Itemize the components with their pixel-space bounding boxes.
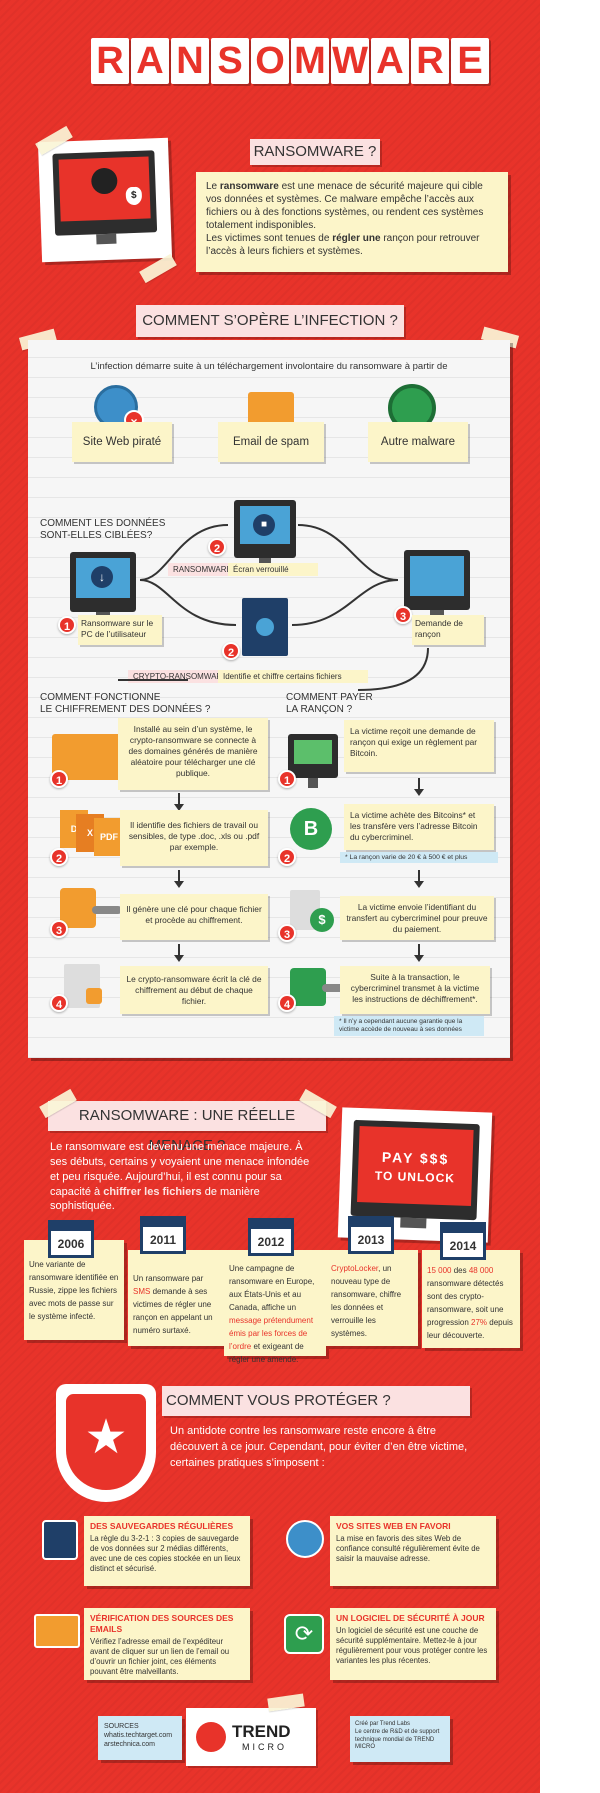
payment-bitcoin-note: * La rançon varie de 20 € à 500 € et plu… [340,852,498,863]
step-number: 1 [278,770,296,788]
step-user-pc: Ransomware sur le PC de l’utilisateur [78,615,162,645]
refresh-icon: ⟳ [284,1614,324,1654]
title-letter: R [91,38,129,84]
year-badge: 2012 [248,1218,294,1256]
download-icon: ↓ [91,566,113,588]
tag-ransomware: RANSOMWARE [168,563,237,576]
step-number: 2 [278,848,296,866]
title-letter: M [291,38,329,84]
lock-icon: ■ [253,514,275,536]
timeline-2014: 15 000 des 48 000 ransomware détectés so… [422,1250,520,1348]
encryption-step-1: Installé au sein d’un système, le crypto… [118,718,268,790]
trend-micro-ball-icon [196,1722,226,1752]
infection-heading: COMMENT S’OPÈRE L’INFECTION ? [136,305,404,337]
encryption-step-2: Il identifie des fichiers de travail ou … [120,810,268,866]
hacker-monitor-icon: $ [37,137,173,263]
year-badge: 2011 [140,1216,186,1254]
step-number: 1 [58,616,76,634]
usb-drive-icon [42,1520,78,1560]
threat-text: Le ransomware est devenu une menace maje… [50,1141,310,1213]
title-letter: W [331,38,369,84]
tag-screen-locked: Écran verrouillé [228,563,318,576]
step-number: 2 [222,642,240,660]
lock-icon [256,618,274,636]
logo-subtext: MICRO [242,1742,287,1752]
protect-lead: Un antidote contre les ransomware reste … [170,1425,468,1469]
step-number: 3 [394,606,412,624]
title-letter: S [211,38,249,84]
ransom-monitor-icon [288,734,338,788]
credit-note: Créé par Trend Labs Le centre de R&D et … [350,1716,450,1762]
threat-heading: RANSOMWARE : UNE RÉELLE MENACE ? [48,1101,326,1154]
timeline-2011: Un ransomware par SMS demande à ses vict… [128,1250,224,1346]
unlocked-padlock-icon [290,968,326,1006]
step-number: 4 [278,994,296,1012]
trend-micro-logo: TREND MICRO [186,1708,316,1766]
step-number: 3 [50,920,68,938]
screen-line-1: PAY $$$ [381,1148,450,1168]
intro-heading: RANSOMWARE ? [250,139,380,165]
encryption-step-4: Le crypto-ransomware écrit la clé de chi… [120,966,268,1014]
payment-step-3: La victime envoie l’identifiant du trans… [340,896,494,940]
globe-check-icon [286,1520,324,1558]
source-site: Site Web piraté [72,422,172,462]
source-email: Email de spam [218,422,324,462]
payment-step-4: Suite à la transaction, le cybercriminel… [340,966,490,1014]
source-malware: Autre malware [368,422,468,462]
timeline-2013: CryptoLocker, un nouveau type de ransomw… [326,1250,418,1346]
timeline-2012: Une campagne de ransomware en Europe, au… [224,1250,326,1364]
dollar-icon: $ [310,908,334,932]
tag-encrypt: Identifie et chiffre certains fichiers [218,670,368,683]
infection-lead: L’infection démarre suite à un télécharg… [90,361,448,372]
title-letter: E [451,38,489,84]
payment-step-2: La victime achète des Bitcoins* et les t… [344,804,494,850]
key-icon [92,906,122,914]
doc-letter: PDF [94,818,124,856]
bitcoin-icon: B [290,808,332,850]
year-badge: 2014 [440,1222,486,1260]
intro-note: Le ransomware est une menace de sécurité… [196,172,508,272]
year-badge: 2013 [348,1216,394,1254]
lock-icon [86,988,102,1004]
shield-inner-icon [66,1394,146,1490]
title-letter: R [411,38,449,84]
key-icon [322,984,350,992]
year-badge: 2006 [48,1220,94,1258]
payment-step-1: La victime reçoit une demande de rançon … [344,720,494,772]
flow-arrows [118,524,429,691]
title-letter: A [131,38,169,84]
step-number: 2 [50,848,68,866]
spam-email-icon [248,392,294,426]
step-number: 1 [50,770,68,788]
padlock-key-icon [60,888,96,928]
payment-guarantee-note: * Il n’y a cependant aucune garantie que… [334,1016,484,1036]
step-number: 4 [50,994,68,1012]
download-monitor-icon [70,552,136,622]
step-ransom-demand: Demande de rançon [412,615,484,645]
sources-note: SOURCES whatis.techtarget.com arstechnic… [98,1716,182,1760]
infection-panel: L’infection démarre suite à un télécharg… [28,340,510,1058]
title-letter: N [171,38,209,84]
step-number: 3 [278,924,296,942]
title-letter: A [371,38,409,84]
encryption-step-3: Il génère une clé pour chaque fichier et… [120,894,268,940]
documents-icon: D X PDF [60,810,128,856]
title-letter: O [251,38,289,84]
step-number: 2 [208,538,226,556]
email-check-icon [34,1614,80,1648]
star-icon: ★ [84,1411,128,1464]
protect-heading: COMMENT VOUS PROTÉGER ? [162,1386,470,1416]
logo-text: TREND [232,1722,291,1741]
